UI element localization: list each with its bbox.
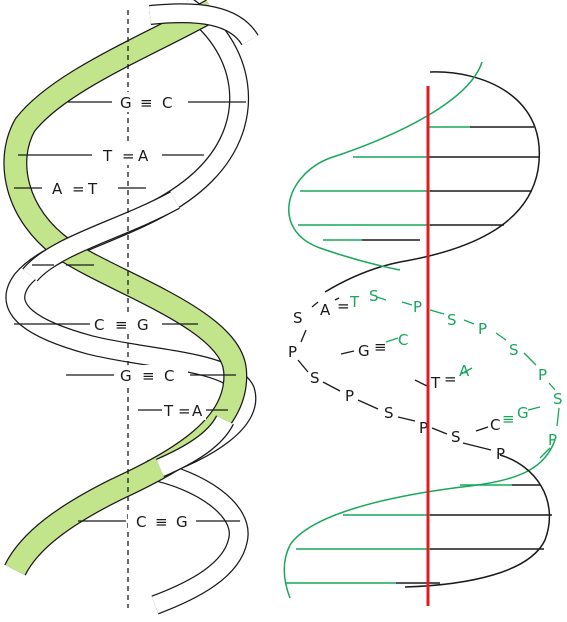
- sugar-label: S: [384, 404, 394, 422]
- svg-text:T: T: [349, 293, 360, 311]
- svg-text:G: G: [137, 316, 149, 334]
- phosphate-label: P: [538, 366, 547, 384]
- svg-text:=: =: [337, 297, 350, 315]
- svg-text:C: C: [490, 416, 500, 434]
- base-pair-ta-2: T = A: [162, 400, 206, 420]
- svg-text:≡: ≡: [502, 410, 515, 428]
- base-pair-gc-1: G ≡ C: [113, 92, 187, 112]
- svg-text:=: =: [72, 180, 85, 198]
- green-strand-bottom: [284, 440, 555, 598]
- base-pair-cg-1: C ≡ G: [90, 314, 160, 334]
- right-base-pair-cg: C ≡ G: [490, 404, 529, 434]
- green-strand-top: [289, 62, 482, 270]
- base-pair-ta-1: T = A: [94, 145, 160, 165]
- backbone-labels: S P S P S P S P S P S P S P S P A = T G: [288, 287, 563, 463]
- svg-text:C: C: [398, 331, 408, 349]
- svg-text:A: A: [192, 402, 203, 420]
- sugar-label: S: [553, 390, 563, 408]
- phosphate-label: P: [548, 431, 557, 449]
- svg-text:=: =: [444, 370, 457, 388]
- phosphate-label: P: [413, 298, 422, 316]
- svg-text:G: G: [120, 94, 132, 112]
- svg-text:C: C: [162, 94, 172, 112]
- right-base-pair-ta: T = A: [430, 362, 470, 392]
- svg-text:G: G: [120, 367, 132, 385]
- phosphate-label: P: [345, 387, 354, 405]
- base-pair-gc-2: G ≡ C: [114, 365, 188, 385]
- svg-text:C: C: [164, 367, 174, 385]
- svg-text:=: =: [122, 147, 135, 165]
- right-base-pair-at: A = T: [320, 293, 360, 319]
- sugar-label: S: [451, 428, 461, 446]
- base-pair-cg-2: C ≡ G: [128, 511, 196, 531]
- svg-text:C: C: [136, 513, 146, 531]
- line-double-helix: S P S P S P S P S P S P S P S P A = T G: [284, 62, 562, 606]
- svg-text:G: G: [176, 513, 188, 531]
- white-strand-lower-fill: [150, 470, 239, 605]
- svg-text:T: T: [430, 374, 441, 392]
- svg-text:C: C: [94, 316, 104, 334]
- base-pair-at-1: A = T: [44, 178, 116, 198]
- sugar-label: S: [310, 369, 320, 387]
- sugar-label: S: [293, 309, 303, 327]
- svg-text:A: A: [459, 362, 470, 380]
- sugar-label: S: [509, 341, 519, 359]
- phosphate-label: P: [288, 343, 297, 361]
- svg-text:T: T: [102, 147, 113, 165]
- svg-text:A: A: [52, 180, 63, 198]
- svg-text:T: T: [163, 402, 174, 420]
- ribbon-double-helix: G ≡ C T = A A = T C ≡ G: [14, 5, 250, 608]
- sugar-label: S: [447, 311, 457, 329]
- svg-text:=: =: [178, 402, 191, 420]
- svg-text:A: A: [138, 147, 149, 165]
- right-base-pair-gc: G ≡ C: [358, 331, 408, 360]
- svg-text:≡: ≡: [115, 316, 128, 334]
- svg-text:≡: ≡: [140, 94, 153, 112]
- sugar-label: S: [369, 287, 379, 305]
- svg-text:G: G: [358, 342, 370, 360]
- svg-text:A: A: [320, 301, 331, 319]
- svg-text:G: G: [517, 404, 529, 422]
- phosphate-label: P: [478, 320, 487, 338]
- white-strand-front-lower-fill: [160, 420, 225, 468]
- svg-text:≡: ≡: [142, 367, 155, 385]
- svg-text:≡: ≡: [374, 338, 387, 356]
- svg-text:≡: ≡: [155, 513, 168, 531]
- phosphate-label: P: [496, 445, 505, 463]
- svg-text:T: T: [87, 180, 98, 198]
